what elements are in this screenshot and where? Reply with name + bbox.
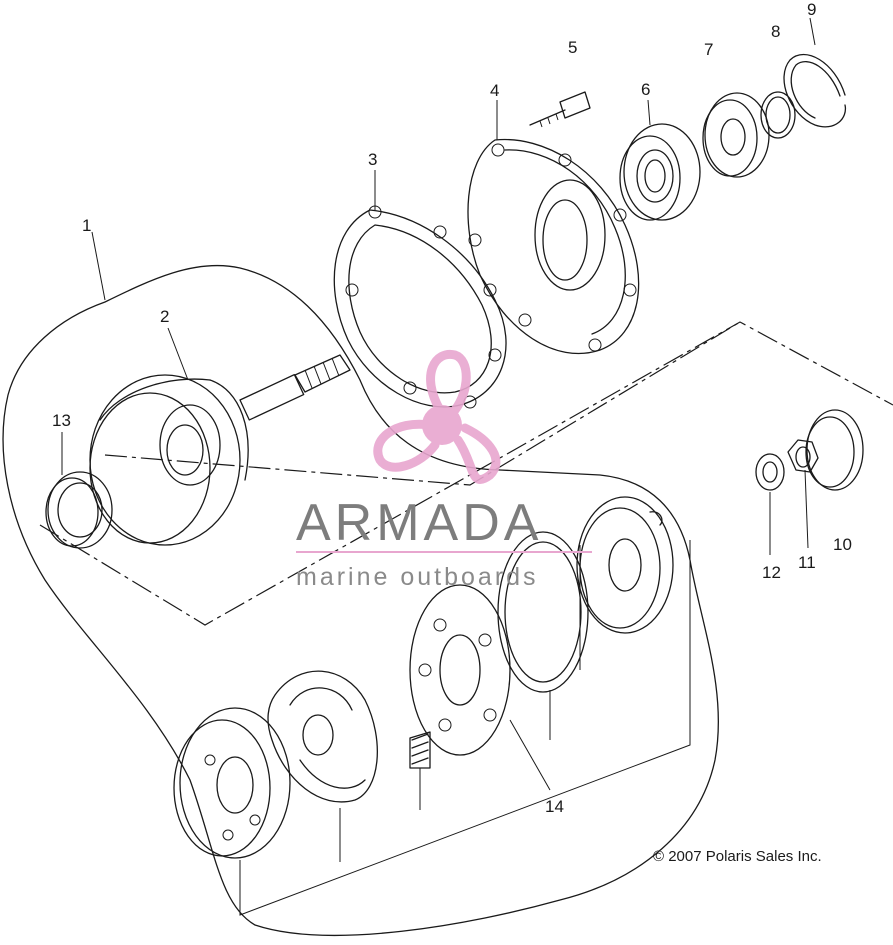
watermark-title: ARMADA <box>296 494 542 552</box>
watermark-subtitle: marine outboards <box>296 563 539 591</box>
callout-11: 11 <box>798 553 816 572</box>
callout-6: 6 <box>641 80 650 99</box>
axis-line-lower <box>104 321 741 486</box>
callout-3: 3 <box>368 150 377 169</box>
callout-1: 1 <box>82 216 91 235</box>
callout-13: 13 <box>52 411 71 430</box>
part-9-snap-ring <box>783 54 847 128</box>
part-8-ring <box>760 91 796 139</box>
part-2-drum-shaft <box>89 354 351 546</box>
copyright-text: © 2007 Polaris Sales Inc. <box>653 848 822 865</box>
callout-12: 12 <box>762 563 781 582</box>
callout-2: 2 <box>160 307 169 326</box>
part-7-washer <box>702 92 770 178</box>
part-14-bracket <box>239 540 691 916</box>
callout-8: 8 <box>771 22 780 41</box>
axis-line <box>39 321 893 626</box>
part-10-washer <box>805 409 864 491</box>
part-11-nut <box>787 439 819 473</box>
callout-14: 14 <box>545 797 564 816</box>
part-13-seal <box>45 471 113 549</box>
part-5-bolt <box>529 91 591 128</box>
callout-10: 10 <box>833 535 852 554</box>
part-6-bearing <box>619 123 701 221</box>
part-12-washer <box>755 453 785 491</box>
assembly-outline <box>2 264 720 936</box>
propeller-logo-icon <box>373 349 501 484</box>
leader-lines <box>61 17 816 555</box>
callout-5: 5 <box>568 38 577 57</box>
callout-9: 9 <box>807 0 816 19</box>
callout-7: 7 <box>704 40 713 59</box>
part-4-cover <box>467 138 640 355</box>
part-14-clutch-assembly <box>173 496 674 859</box>
callout-4: 4 <box>490 81 499 100</box>
